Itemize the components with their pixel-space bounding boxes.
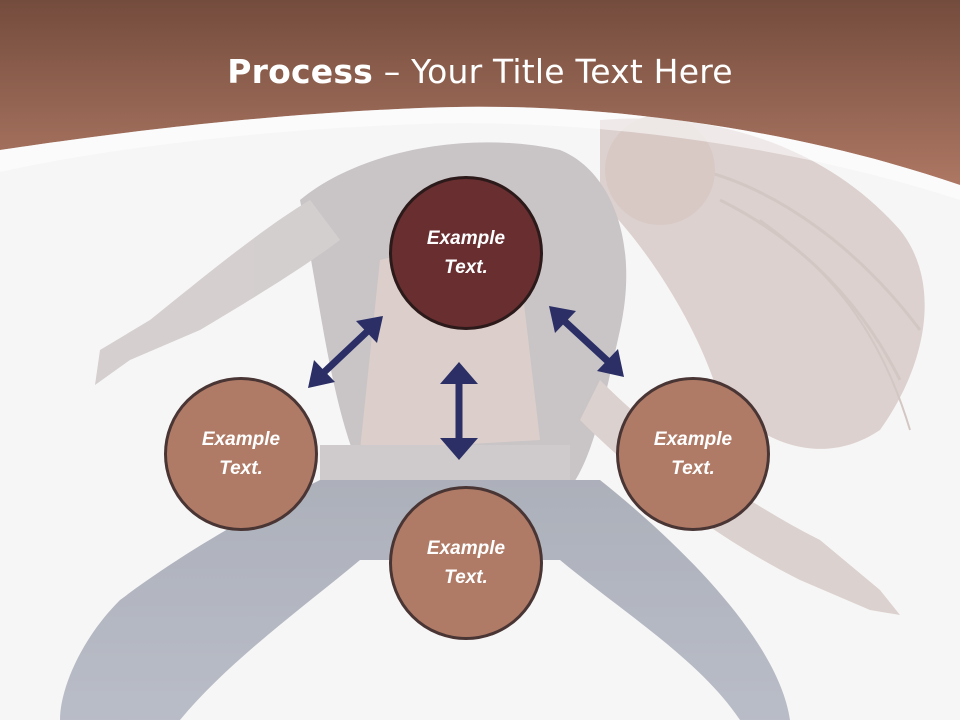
- process-node-left: Example Text.: [164, 377, 318, 531]
- node-center-text: Example Text.: [426, 228, 506, 278]
- title-bold: Process: [227, 52, 374, 91]
- title-rest: – Your Title Text Here: [373, 52, 733, 91]
- process-node-bottom: Example Text.: [389, 486, 543, 640]
- node-bottom-text: Example Text.: [426, 538, 506, 588]
- slide-title: Process – Your Title Text Here: [0, 52, 960, 91]
- process-node-right: Example Text.: [616, 377, 770, 531]
- node-right-text: Example Text.: [653, 429, 733, 479]
- process-node-center: Example Text.: [389, 176, 543, 330]
- node-left-text: Example Text.: [201, 429, 281, 479]
